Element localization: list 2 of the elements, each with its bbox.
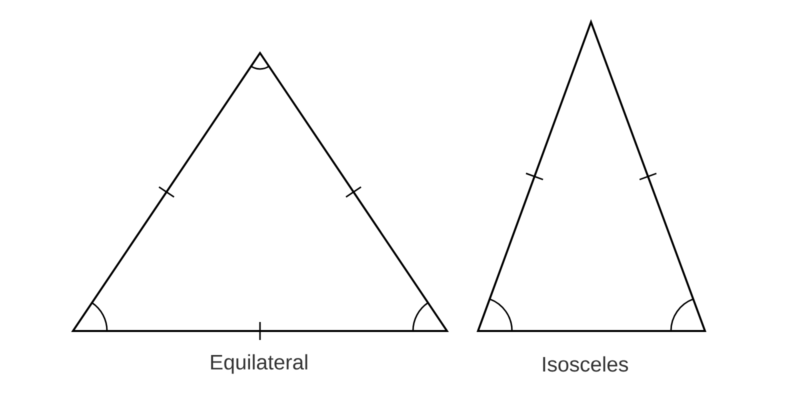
caption: Isosceles	[543, 356, 628, 372]
caption: Equilateral	[211, 354, 308, 374]
